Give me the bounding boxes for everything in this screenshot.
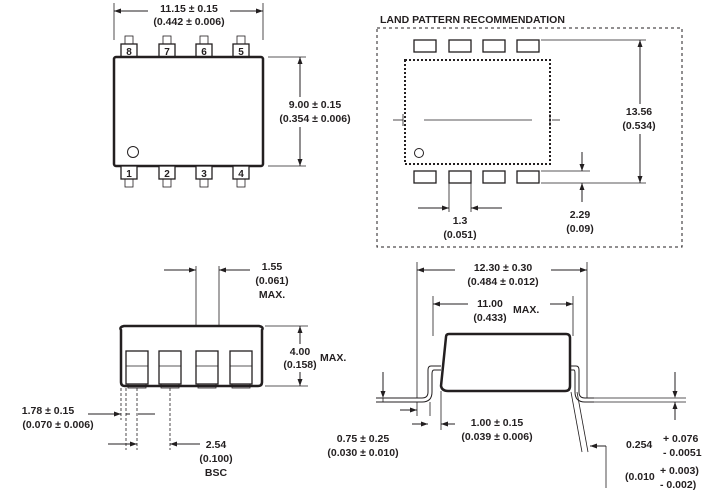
package-body-side — [119, 324, 264, 388]
end-lead-thk-nom: 0.254 — [626, 439, 652, 451]
land-pattern-title: LAND PATTERN RECOMMENDATION — [380, 14, 565, 26]
land-pad-mm: 2.29 — [570, 209, 591, 221]
top-width-mm: 11.15 ± 0.15 — [160, 3, 218, 15]
land-pad-in: (0.09) — [566, 223, 593, 235]
end-view: 12.30 ± 0.30 (0.484 ± 0.012) 11.00 (0.43… — [327, 262, 702, 491]
side-end-in: (0.070 ± 0.006) — [22, 419, 93, 431]
pin-number: 2 — [164, 169, 170, 180]
side-lead-width-max: MAX. — [259, 289, 285, 301]
side-pitch-mm: 2.54 — [206, 439, 227, 451]
end-lead-thk-plus: + 0.076 — [663, 433, 698, 445]
land-span-in: (0.534) — [622, 120, 655, 132]
side-pitch-in: (0.100) — [199, 453, 232, 465]
side-height-in: (0.158) — [283, 359, 316, 371]
end-lead-thk-minus: - 0.0051 — [663, 447, 702, 459]
side-view: 1.55 (0.061) MAX. 4.00 (0.158) MAX. — [22, 261, 347, 479]
top-pin-row: 8 7 6 5 — [120, 35, 250, 58]
end-lead-thk-in-plus: + 0.003) — [660, 465, 699, 477]
land-pattern: LAND PATTERN RECOMMENDATION 13.56 (0.534… — [376, 14, 683, 248]
land-pitch-in: (0.051) — [443, 229, 476, 241]
side-end-mm: 1.78 ± 0.15 — [22, 405, 75, 417]
side-lead-width-mm: 1.55 — [262, 261, 283, 273]
land-pitch-mm: 1.3 — [453, 215, 468, 227]
pin-number: 1 — [126, 169, 132, 180]
end-body-max: MAX. — [513, 304, 539, 316]
end-body-in: (0.433) — [473, 312, 506, 324]
top-height-mm: 9.00 ± 0.15 — [289, 99, 342, 111]
top-view: 11.15 ± 0.15 (0.442 ± 0.006) 8 7 6 5 1 — [112, 3, 360, 188]
end-standoff-in: (0.039 ± 0.006) — [461, 431, 532, 443]
end-lead-thk-in-minus: - 0.002) — [660, 479, 696, 491]
pin-number: 7 — [164, 47, 170, 58]
side-lead-width-in: (0.061) — [255, 275, 288, 287]
top-width-in: (0.442 ± 0.006) — [153, 16, 224, 28]
side-height-max: MAX. — [320, 352, 346, 364]
bottom-pin-row: 1 2 3 4 — [120, 165, 250, 188]
land-span-mm: 13.56 — [626, 106, 652, 118]
package-body-top — [112, 55, 265, 168]
end-foot-in: (0.030 ± 0.010) — [327, 447, 398, 459]
end-overall-in: (0.484 ± 0.012) — [467, 276, 538, 288]
pin-number: 6 — [201, 47, 207, 58]
land-pattern-frame — [376, 27, 683, 248]
pin-number: 8 — [126, 47, 132, 58]
end-body-mm: 11.00 — [477, 298, 503, 310]
pin-number: 3 — [201, 169, 207, 180]
end-overall-mm: 12.30 ± 0.30 — [474, 262, 532, 274]
pin1-marker — [127, 146, 139, 158]
pin-number: 4 — [238, 169, 244, 180]
end-lead-thk-in-nom: (0.010 — [625, 471, 655, 483]
land-body-outline — [404, 59, 551, 165]
package-body-end — [439, 332, 572, 393]
pin-number: 5 — [238, 47, 244, 58]
top-height-in: (0.354 ± 0.006) — [279, 113, 350, 125]
side-height-mm: 4.00 — [290, 346, 311, 358]
end-foot-mm: 0.75 ± 0.25 — [337, 433, 390, 445]
end-standoff-mm: 1.00 ± 0.15 — [471, 417, 524, 429]
side-pitch-note: BSC — [205, 467, 228, 479]
